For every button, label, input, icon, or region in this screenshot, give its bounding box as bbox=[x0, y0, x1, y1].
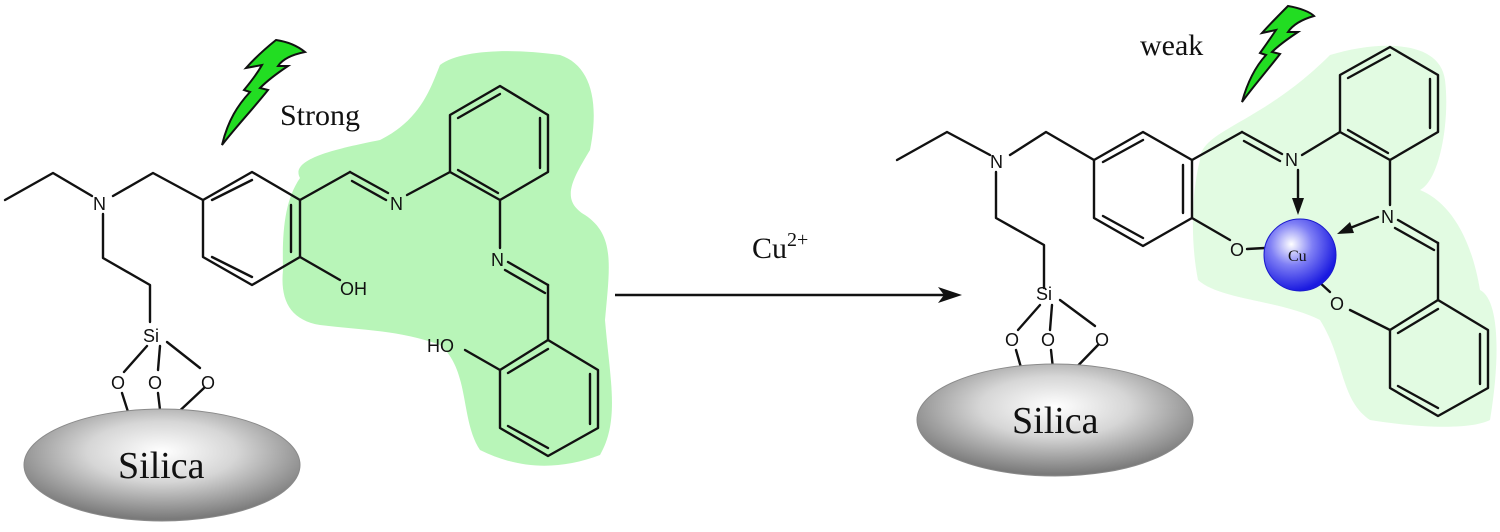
reagent-charge: 2+ bbox=[787, 229, 808, 251]
silica-support bbox=[916, 363, 1194, 477]
amine-n-atom: N bbox=[93, 194, 106, 214]
phenoxide-o2-atom: O bbox=[1330, 294, 1344, 314]
oxygen-atom-2: O bbox=[148, 373, 162, 393]
emission-label-strong: Strong bbox=[280, 99, 360, 132]
coordination-arrow-icon bbox=[1337, 222, 1354, 234]
oxygen-atom-1: O bbox=[111, 373, 125, 393]
oxygen-atom-2: O bbox=[1041, 330, 1055, 350]
imine-n1-atom: N bbox=[390, 194, 403, 214]
silica-label: Silica bbox=[118, 445, 205, 487]
left-molecule: Strong N Si O O O Silica OH N bbox=[3, 38, 612, 522]
imine-n2-atom: N bbox=[1381, 207, 1394, 227]
lightning-bolt-icon bbox=[221, 38, 308, 146]
copper-label: Cu bbox=[1288, 248, 1307, 265]
lightning-bolt-icon bbox=[1241, 4, 1316, 103]
silica-label: Silica bbox=[1012, 400, 1099, 442]
emission-label-weak: weak bbox=[1140, 29, 1203, 62]
arrow-head-icon bbox=[938, 287, 962, 303]
imine-n2-atom: N bbox=[491, 250, 504, 270]
silica-support bbox=[23, 408, 301, 522]
reagent-base: Cu bbox=[752, 232, 787, 265]
oxygen-atom-1: O bbox=[1005, 330, 1019, 350]
silicon-atom: Si bbox=[1036, 284, 1052, 304]
reaction-arrow-group: Cu2+ bbox=[615, 229, 962, 303]
hydroxyl-2: HO bbox=[427, 336, 454, 356]
right-molecule: weak N Si O O O Silica O N bbox=[895, 4, 1497, 477]
hydroxyl-1: OH bbox=[340, 279, 367, 299]
imine-n1-atom: N bbox=[1285, 150, 1298, 170]
coordination-arrow-icon bbox=[1292, 198, 1304, 215]
fluorophore-highlight-strong bbox=[282, 51, 612, 466]
fluorophore-highlight-weak bbox=[1192, 45, 1497, 427]
phenoxide-o1-atom: O bbox=[1230, 240, 1244, 260]
silicon-atom: Si bbox=[143, 326, 159, 346]
reagent-label: Cu2+ bbox=[752, 229, 808, 265]
copper-ion bbox=[1263, 218, 1337, 292]
amine-n-atom: N bbox=[990, 152, 1003, 172]
